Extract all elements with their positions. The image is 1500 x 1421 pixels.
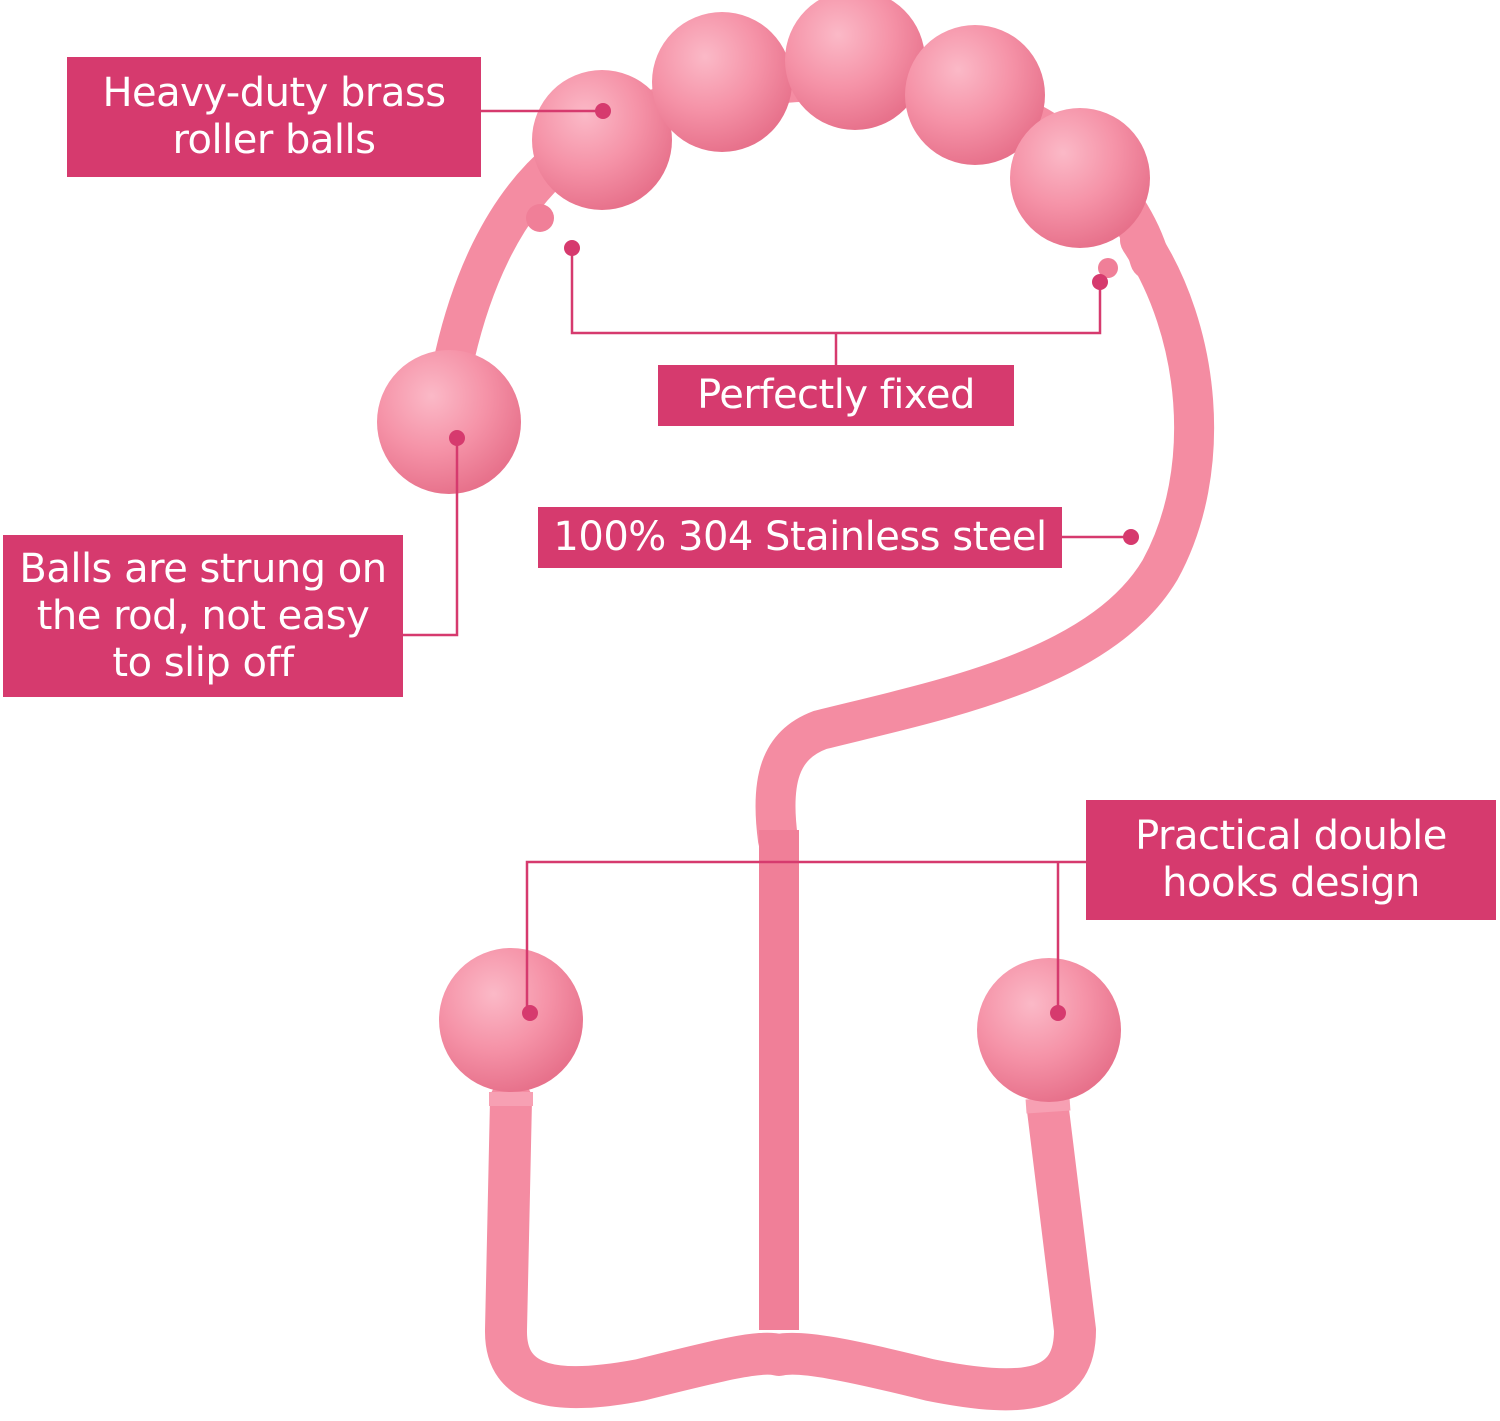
dot-roller-ball [595,103,611,119]
dot-end-ball [449,430,465,446]
left-stopper-nub [526,204,554,232]
dot-steel [1123,529,1139,545]
callout-text: the rod, not easy [36,592,370,639]
callout-text: Practical double [1135,813,1447,859]
callout-perfectly-fixed: Perfectly fixed [658,365,1014,426]
callout-balls-strung: Balls are strung on the rod, not easy to… [3,535,403,697]
callout-text: roller balls [172,117,376,163]
callout-text: 100% 304 Stainless steel [553,514,1047,560]
dot-fixed-right [1092,274,1108,290]
roller-ball-2 [652,12,792,152]
hook-ball-right [977,958,1121,1102]
double-hook-base [484,1079,1096,1411]
roller-ball-1 [532,70,672,210]
left-hook-tip [489,1092,533,1106]
right-stopper-nub [1098,258,1118,278]
end-ball-left-arm [377,350,521,494]
callout-roller-balls: Heavy-duty brass roller balls [67,57,481,177]
callout-text: Perfectly fixed [697,372,975,418]
callout-stainless-steel: 100% 304 Stainless steel [538,507,1062,568]
dot-fixed-left [564,240,580,256]
callout-text: Heavy-duty brass [102,70,446,116]
roller-ball-4 [905,25,1045,165]
leader-dots [449,103,1139,1021]
callout-text: to slip off [112,639,294,686]
right-rod [755,220,1215,860]
callout-text: hooks design [1162,860,1420,906]
roller-ball-5 [1010,108,1150,248]
callout-double-hooks: Practical double hooks design [1086,800,1496,920]
roller-ball-3 [785,0,925,130]
dot-hook-right [1050,1005,1066,1021]
hook-ball-left [439,948,583,1092]
leader-lines [403,109,1131,1010]
dot-hook-left [522,1005,538,1021]
callout-text: Balls are strung on [19,545,387,592]
